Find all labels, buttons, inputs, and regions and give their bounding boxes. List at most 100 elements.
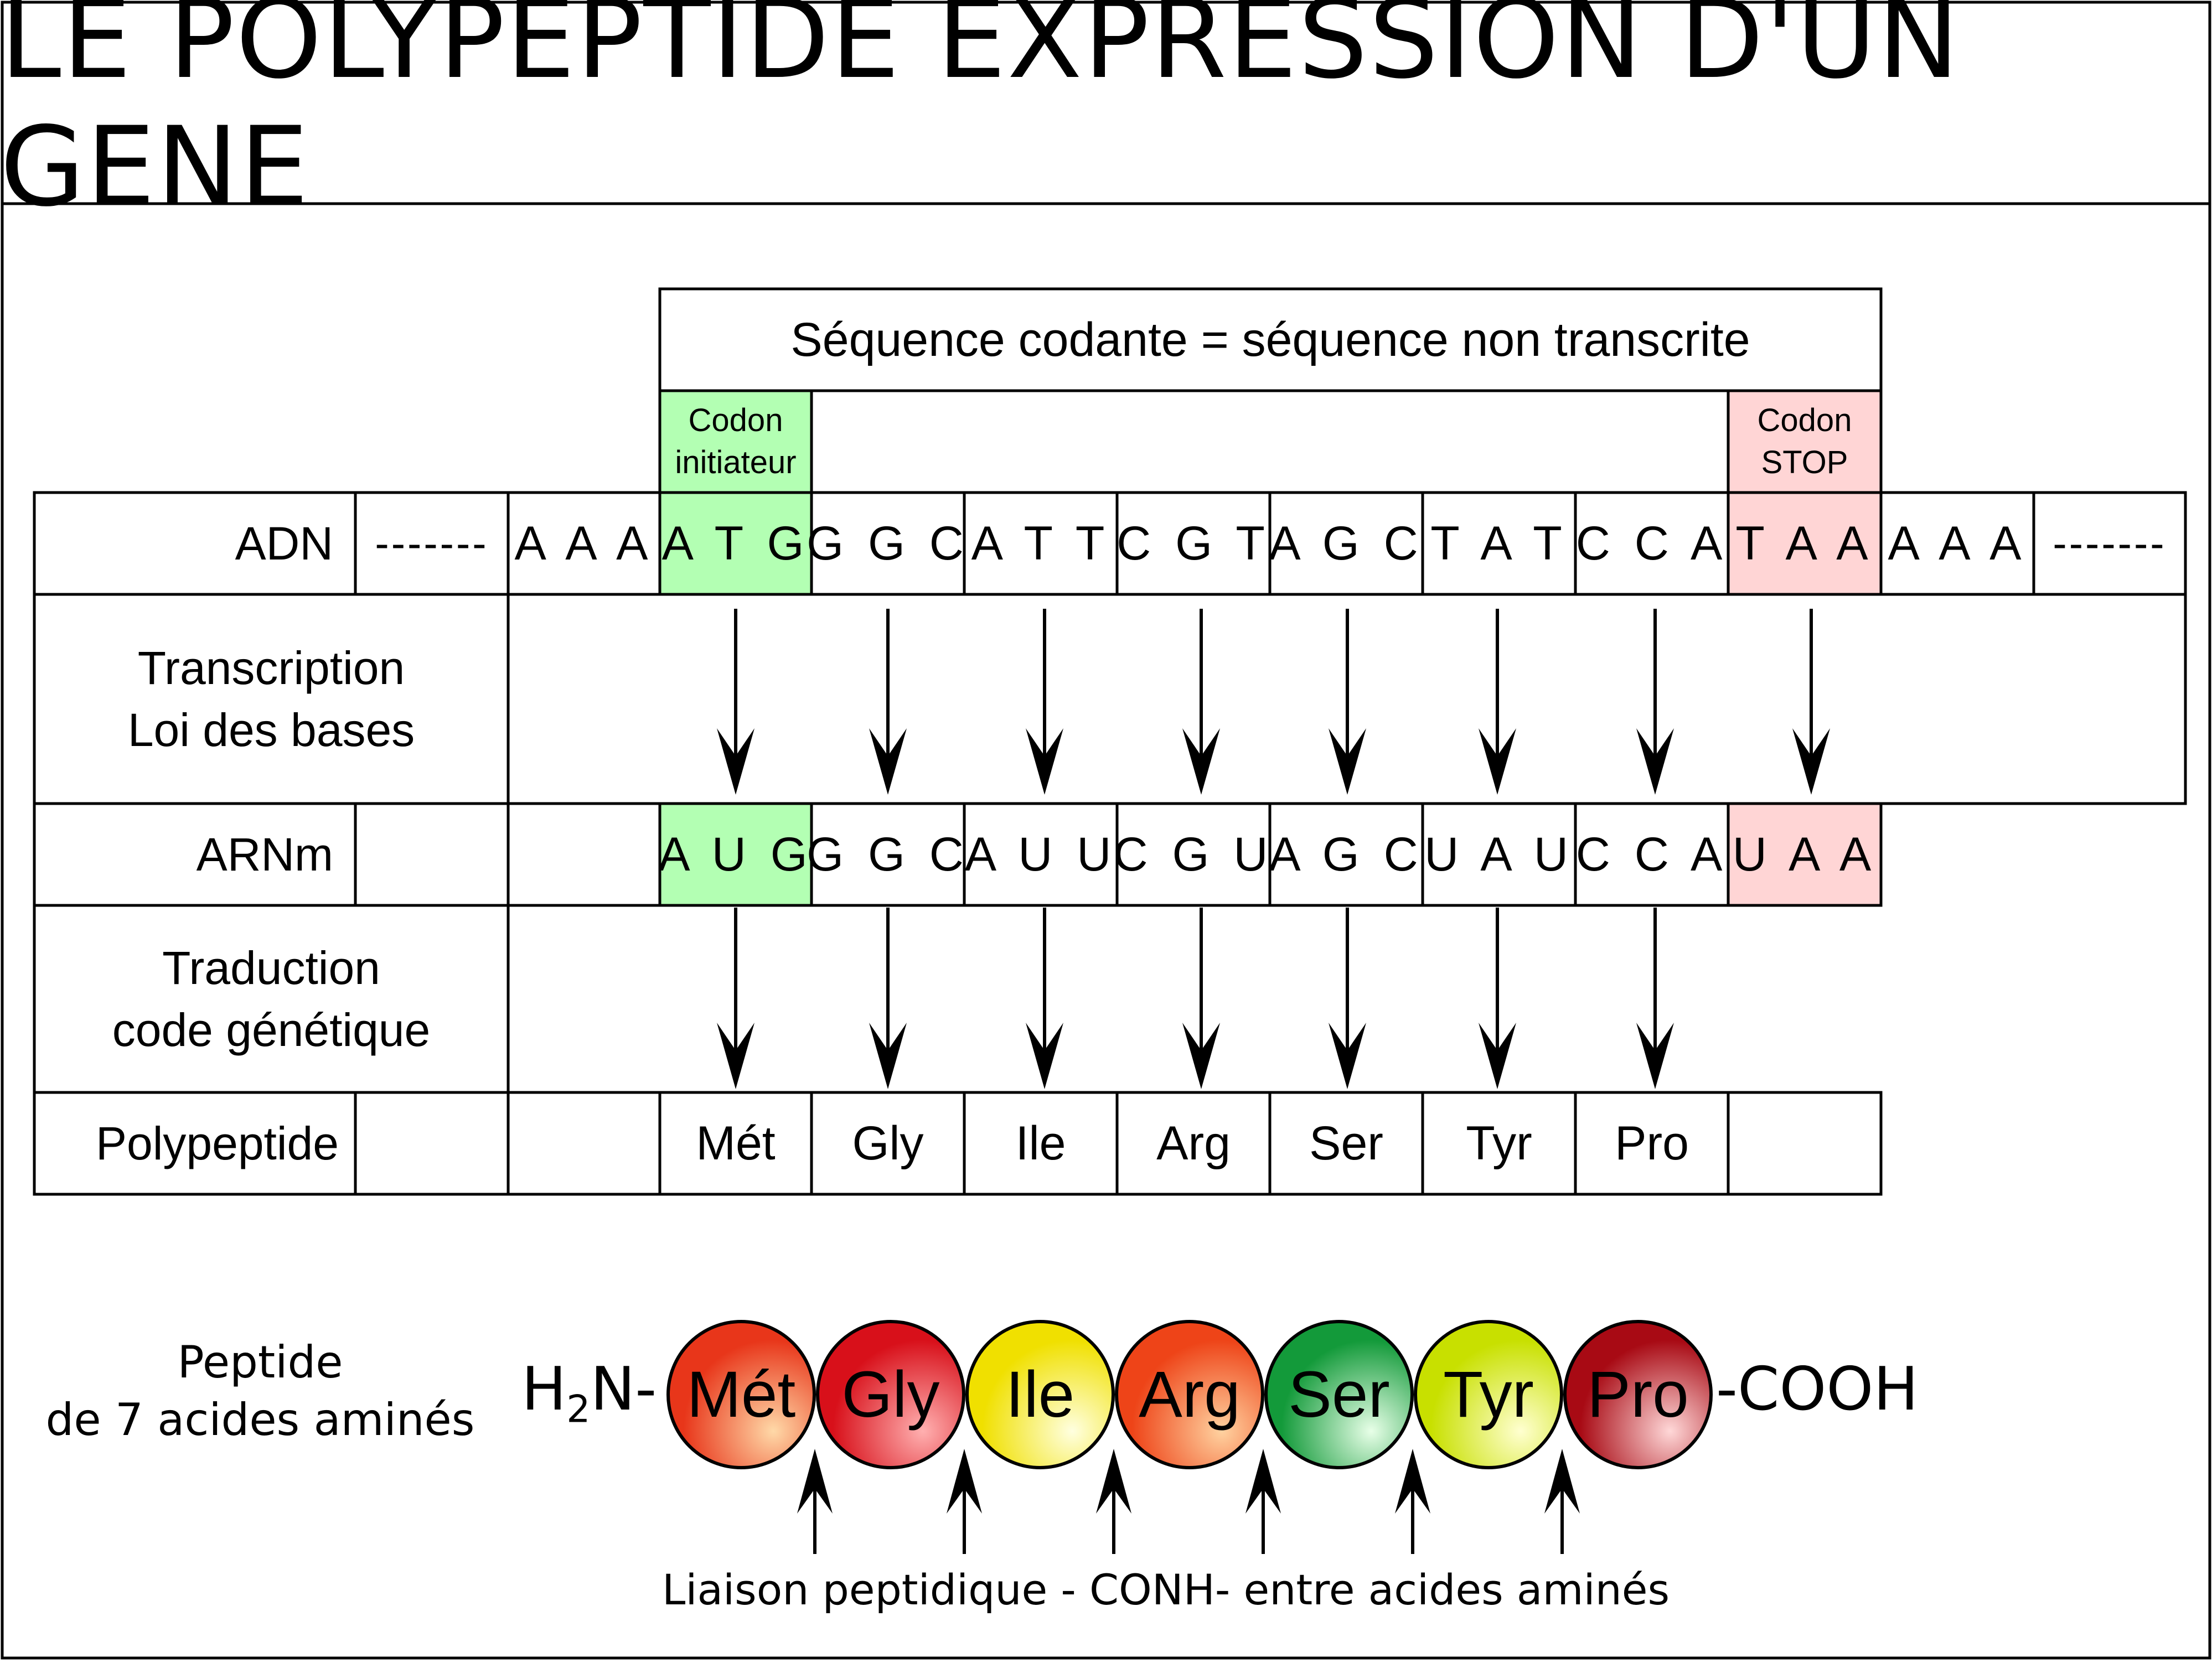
header-middle-box	[810, 389, 1730, 494]
peptide-bond-arrow	[947, 1449, 982, 1554]
amino-acid-cell: Ile	[1015, 1116, 1066, 1170]
arrow-head	[1096, 1449, 1131, 1514]
transcription-arrow	[869, 609, 907, 795]
amino-acid-cell: Tyr	[1466, 1116, 1532, 1170]
row-label-transcription: Transcription Loi des bases	[34, 594, 508, 804]
arrow-head	[947, 1449, 982, 1514]
arrow-head	[797, 1449, 833, 1514]
amino-acid-ball-label: Ser	[1288, 1358, 1390, 1431]
start-codon-label-line2: initiateur	[675, 444, 797, 480]
arrow-head	[1329, 1023, 1366, 1089]
peptide-bond-label: Liaison peptidique - CONH- entre acides …	[662, 1565, 1670, 1614]
amino-acid-ball-label: Ile	[1005, 1358, 1075, 1431]
amino-acid-ball	[816, 1320, 965, 1469]
transcription-arrow	[1636, 609, 1674, 795]
amino-acid-cell: Ser	[1309, 1116, 1383, 1170]
arrow-head	[869, 728, 907, 795]
arrow-head	[1479, 1023, 1516, 1089]
amino-acid-ball-label: Mét	[686, 1358, 796, 1431]
peptide-bond-arrow	[1544, 1449, 1580, 1554]
row-label-polypeptide: Polypeptide	[96, 1117, 339, 1169]
transcription-line2: Loi des bases	[127, 704, 415, 756]
transcription-arrow	[1479, 609, 1516, 795]
transcription-arrow	[1329, 609, 1366, 795]
adn-codon: A A A	[514, 516, 654, 570]
translation-arrow	[1026, 908, 1063, 1089]
arnm-codon: A G C	[1269, 827, 1424, 881]
adn-codon: C G T	[1117, 516, 1270, 570]
arrow-head	[869, 1023, 907, 1089]
transcription-arrow	[717, 609, 754, 795]
adn-codon-box	[658, 491, 813, 596]
arrow-head	[1544, 1449, 1580, 1514]
amino-acid-ball	[1115, 1320, 1264, 1469]
translation-arrow	[869, 908, 907, 1089]
traduction-line2: code génétique	[112, 1004, 431, 1056]
adn-codon: -------	[375, 520, 489, 567]
stop-codon-label-line1: Codon	[1757, 402, 1852, 438]
amino-acid-ball	[965, 1320, 1115, 1469]
arrow-head	[1182, 1023, 1220, 1089]
peptide-bond-arrow	[1395, 1449, 1430, 1554]
arnm-codon: C G U	[1113, 827, 1274, 881]
start-codon-box	[658, 389, 813, 494]
row-label-adn: ADN	[235, 517, 333, 569]
n-terminal-subscript: 2	[566, 1387, 591, 1432]
transcription-line1: Transcription	[137, 642, 405, 694]
adn-codon: T A A	[1735, 516, 1874, 570]
amino-acid-ball	[1264, 1320, 1414, 1469]
arrow-head	[1395, 1449, 1430, 1514]
arnm-codon-box	[658, 802, 813, 907]
peptide-label-line1: Peptide	[177, 1336, 343, 1388]
arnm-empty-cell	[507, 802, 661, 907]
transcription-arrow	[1026, 609, 1063, 795]
amino-acid-ball	[1414, 1320, 1563, 1469]
amino-acid-ball	[666, 1320, 816, 1469]
coding-sequence-box	[658, 287, 1883, 392]
stop-codon-box	[1727, 389, 1883, 494]
arnm-codon: U A A	[1732, 827, 1877, 881]
translation-arrow	[1479, 908, 1516, 1089]
adn-codon: A G C	[1269, 516, 1424, 570]
adn-codon: G G C	[807, 516, 969, 570]
start-codon-label: Codon initiateur	[660, 391, 812, 493]
amino-acid-cell: Pro	[1615, 1116, 1689, 1170]
stop-codon-label: Codon STOP	[1728, 391, 1881, 493]
coding-sequence-header: Séquence codante = séquence non transcri…	[790, 313, 1750, 366]
arnm-codon: U A U	[1424, 827, 1574, 881]
peptide-bond-arrow	[1245, 1449, 1281, 1554]
amino-acid-cell: Gly	[852, 1116, 924, 1170]
amino-acid-ball	[1563, 1320, 1713, 1469]
translation-arrow	[717, 908, 754, 1089]
page-title: LE POLYPEPTIDE EXPRESSION D'UN GENE	[0, 0, 1961, 231]
arrow-head	[1026, 1023, 1063, 1089]
arrow-head	[717, 728, 754, 795]
amino-acid-cell: Arg	[1156, 1116, 1231, 1170]
arrow-head	[1636, 728, 1674, 795]
adn-codon: A T G	[661, 516, 810, 570]
amino-acid-ball-label: Tyr	[1443, 1358, 1534, 1431]
traduction-line1: Traduction	[162, 942, 380, 994]
translation-arrow	[1636, 908, 1674, 1089]
n-terminal-suffix: N-	[590, 1355, 657, 1424]
arrow-head	[1636, 1023, 1674, 1089]
translation-arrow	[1329, 908, 1366, 1089]
arnm-codon: A U U	[964, 827, 1117, 881]
n-terminal: H2N-	[521, 1355, 657, 1432]
arnm-codon: G G C	[807, 827, 969, 881]
adn-codon: A T T	[971, 516, 1110, 570]
arrow-head	[1245, 1449, 1281, 1514]
arrow-head	[1792, 728, 1830, 795]
adn-codon: A A A	[1888, 516, 2027, 570]
amino-acid-ball-label: Gly	[841, 1358, 940, 1431]
arrow-head	[1479, 728, 1516, 795]
stop-codon-label-line2: STOP	[1761, 444, 1848, 480]
peptide-label: Peptide de 7 acides aminés	[22, 1334, 498, 1449]
transcription-arrow	[1792, 609, 1830, 795]
transcription-arrow	[1182, 609, 1220, 795]
peptide-bond-arrow	[797, 1449, 833, 1554]
arrow-head	[717, 1023, 754, 1089]
